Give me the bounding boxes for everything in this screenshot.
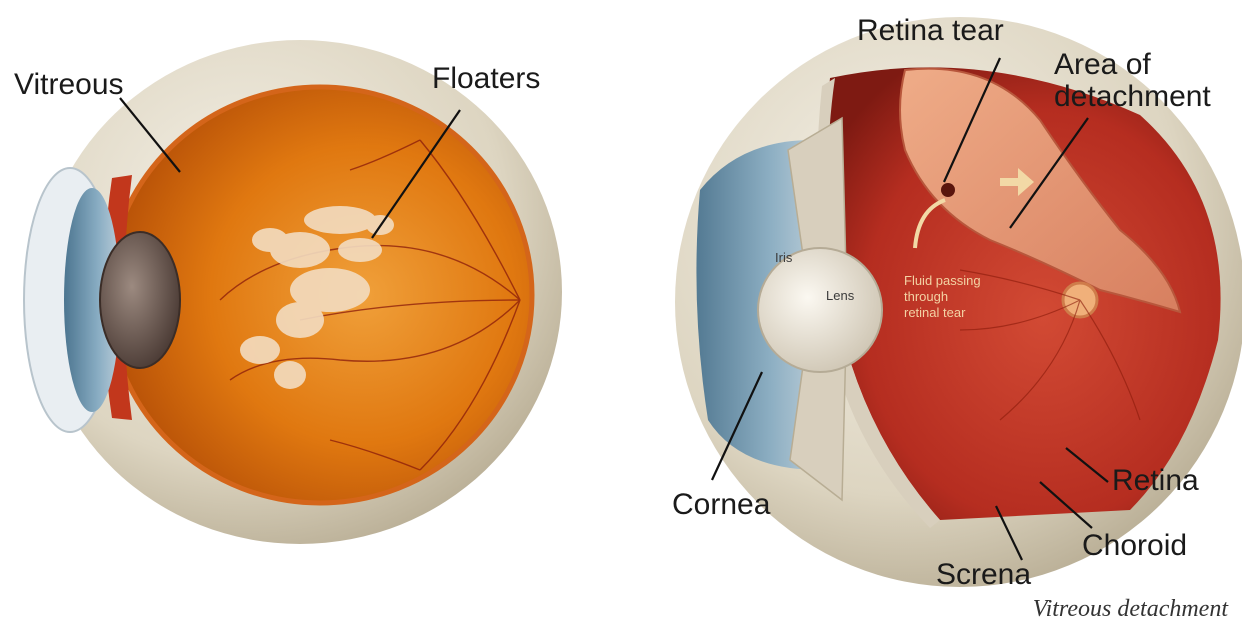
right-eye-retinal-hole xyxy=(941,183,955,197)
right-eye-lens xyxy=(758,248,882,372)
figure-caption: Vitreous detachment xyxy=(1033,596,1230,622)
retina-label: Retina xyxy=(1112,464,1199,497)
retina-tear-label: Retina tear xyxy=(857,14,1004,47)
cornea-label: Cornea xyxy=(672,488,771,521)
left-eye-illustration xyxy=(24,40,562,544)
fluid-passing-label-line3: retinal tear xyxy=(904,305,966,320)
fluid-passing-label-line1: Fluid passing xyxy=(904,273,981,288)
choroid-label: Choroid xyxy=(1082,529,1187,562)
detachment-label: detachment xyxy=(1054,80,1211,113)
floaters-label: Floaters xyxy=(432,62,540,95)
iris-label: Iris xyxy=(775,250,793,265)
vitreous-label: Vitreous xyxy=(14,68,124,101)
area-of-label: Area of xyxy=(1054,48,1151,81)
screna-label: Screna xyxy=(936,558,1031,591)
fluid-passing-label-line2: through xyxy=(904,289,948,304)
left-eye-lens xyxy=(100,232,180,368)
lens-label: Lens xyxy=(826,288,855,303)
